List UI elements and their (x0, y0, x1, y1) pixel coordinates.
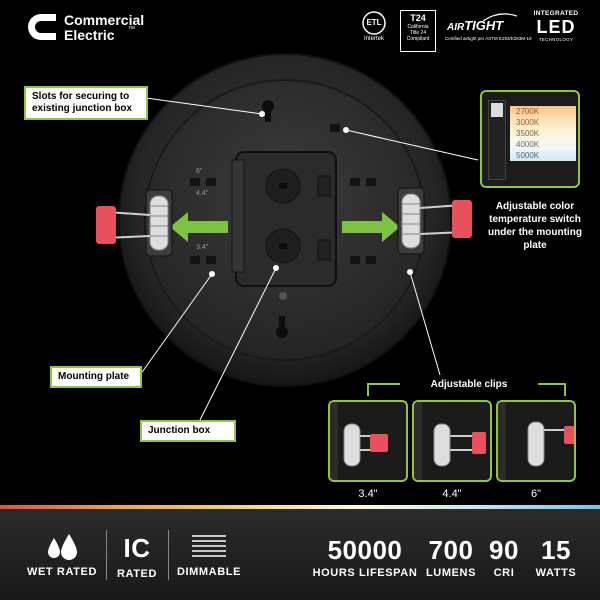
callout-cct-switch: Adjustable color temperature switch unde… (488, 201, 582, 251)
callout-mounting-plate: Mounting plate (50, 366, 142, 388)
cct-switch-knob (491, 103, 503, 117)
etl-sub: Intertek (363, 36, 384, 42)
spring-clip-left (96, 189, 173, 257)
feature-lumens-label: LUMENS (425, 567, 477, 579)
cct-temp-3500: 3500K (516, 129, 540, 138)
clip-4-4-icon (414, 402, 486, 480)
plate-mark-44: 4.4" (196, 190, 209, 197)
separator-2 (168, 530, 169, 580)
integrated-led-sub: TECHNOLOGY (538, 37, 574, 42)
clip-size-3-4: 3.4" (358, 488, 378, 500)
feature-dimmable-label: DIMMABLE (176, 566, 242, 578)
feature-bar (0, 509, 600, 600)
arrow-right-icon (342, 212, 400, 242)
feature-lifespan-label: HOURS LIFESPAN (312, 567, 418, 579)
feature-lumens-value: 700 (428, 535, 474, 565)
feature-lifespan: 50000 HOURS LIFESPAN (310, 536, 420, 580)
integrated-led-mark: LED (536, 17, 576, 37)
etl-mark-icon (362, 11, 386, 35)
cct-temp-4000: 4000K (516, 140, 540, 149)
cct-switch-notch (330, 124, 340, 132)
feature-watts-label: WATTS (535, 567, 577, 579)
cct-temp-2700: 2700K (516, 107, 540, 116)
feature-cri-label: CRI (493, 567, 515, 579)
feature-wet-rated-label: WET RATED (27, 566, 97, 578)
spring-clip-right (397, 187, 472, 255)
airtight-mark-air: AIR (447, 22, 465, 33)
plate-cutouts (190, 178, 376, 264)
etl-cert: ETL Intertek (356, 10, 392, 50)
airtight-cert: AIRTIGHT Certified airtight per ASTM E28… (445, 12, 532, 48)
clip-inset-6 (496, 400, 576, 482)
cct-temp-5000: 5000K (516, 151, 540, 160)
cct-temp-list: 2700K 3000K 3500K 4000K 5000K (510, 106, 576, 161)
feature-cri-value: 90 (489, 535, 519, 565)
feature-lumens: 700 LUMENS (422, 536, 480, 580)
feature-ic-small: RATED (116, 568, 158, 580)
clip-3-4-icon (330, 402, 388, 480)
leader-lines (139, 97, 479, 429)
brand-logo: Commercial Electric ™ (26, 10, 146, 46)
plate-mark-34: 3.4" (196, 244, 209, 251)
junction-box-body (231, 151, 337, 300)
trademark: ™ (128, 26, 135, 33)
dimmer-icon (192, 535, 226, 557)
keyhole-slot-top (262, 100, 274, 122)
feature-lifespan-value: 50000 (327, 535, 403, 565)
etl-mark: ETL (366, 18, 382, 27)
cct-switch-slider (488, 100, 506, 180)
callout-slots-text: Slots for securing to existing junction … (32, 91, 133, 114)
airtight-sub: Certified airtight per ASTM E283/E283M-1… (445, 36, 532, 41)
airtight-mark-tight: TIGHT (464, 18, 504, 33)
callout-slots: Slots for securing to existing junction … (24, 86, 148, 120)
separator-1 (106, 530, 107, 580)
integrated-led-top: INTEGRATED (533, 10, 579, 17)
callout-mounting-plate-text: Mounting plate (58, 371, 130, 382)
t24-mark: T24 (410, 13, 426, 23)
feature-watts-value: 15 (541, 535, 571, 565)
t24-sub: California Title 24 Compliant (406, 24, 430, 42)
arrow-left-icon (170, 212, 228, 242)
t24-cert: T24 California Title 24 Compliant (400, 10, 436, 52)
callout-junction-box-text: Junction box (148, 425, 211, 436)
clip-size-4-4: 4.4" (442, 488, 462, 500)
feature-dimmable: DIMMABLE (172, 534, 246, 579)
clip-size-6: 6" (530, 488, 542, 500)
plate-mark-6: 6" (196, 168, 203, 175)
spectrum-divider (0, 505, 600, 509)
callout-adjustable-clips: Adjustable clips (400, 378, 538, 391)
callout-junction-box: Junction box (140, 420, 236, 442)
cct-switch-inset: 2700K 3000K 3500K 4000K 5000K (480, 90, 580, 188)
clip-6-icon (498, 402, 574, 480)
feature-cri: 90 CRI (484, 536, 524, 580)
clip-inset-3-4 (328, 400, 408, 482)
airtight-swoosh-icon (483, 13, 517, 22)
brand-name-line2: Electric (64, 27, 115, 43)
feature-wet-rated: WET RATED (22, 532, 102, 579)
feature-ic-big: IC (123, 533, 151, 563)
keyhole-slot-bottom (276, 316, 288, 338)
brand-name-line1: Commercial (64, 12, 145, 28)
water-drops-icon (48, 534, 77, 560)
feature-watts: 15 WATTS (528, 536, 584, 580)
integrated-led-cert: INTEGRATED LED TECHNOLOGY (530, 10, 582, 52)
clip-inset-4-4 (412, 400, 492, 482)
feature-ic-rated: IC RATED (110, 534, 164, 581)
commercial-electric-c-logo-icon (28, 14, 56, 40)
cct-temp-3000: 3000K (516, 118, 540, 127)
